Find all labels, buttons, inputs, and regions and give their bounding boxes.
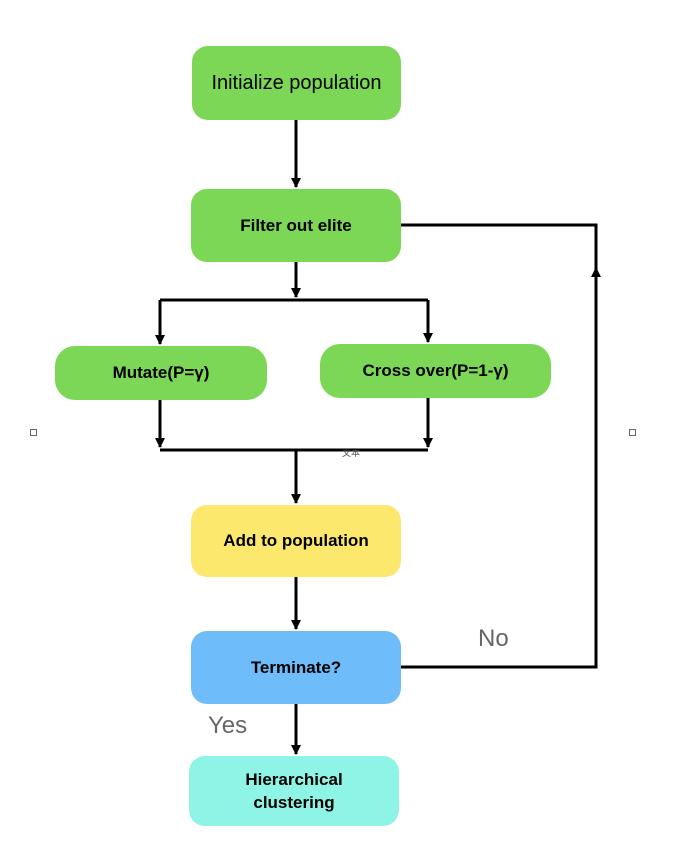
terminate-label: Terminate? [250,657,342,677]
mutate-label: Mutate(P=γ) [112,363,210,382]
cross-over-node[interactable]: Cross over(P=1-γ) [320,344,551,398]
no-loop-path [401,269,598,669]
left-resize-handle[interactable] [30,429,37,436]
no-label: No [478,625,509,652]
initialize-population-label: Initialize population [211,71,382,94]
loop-top-path [401,223,598,270]
add-to-population-node[interactable]: Add to population [191,505,401,577]
placeholder-text-label: 文本 [342,448,361,458]
add-to-population-label: Add to population [223,531,369,550]
hierarchical-clustering-label: Hierarchical clustering [245,770,343,812]
yes-label: Yes [208,712,248,739]
hierarchical-clustering-node[interactable]: Hierarchical clustering [189,756,399,826]
initialize-population-node[interactable]: Initialize population [192,46,401,120]
right-resize-handle[interactable] [629,429,636,436]
cross-over-label: Cross over(P=1-γ) [362,361,509,380]
mutate-node[interactable]: Mutate(P=γ) [55,346,267,400]
filter-out-elite-node[interactable]: Filter out elite [191,189,401,262]
filter-out-elite-label: Filter out elite [240,215,352,235]
terminate-decision-node[interactable]: Terminate? [191,631,401,704]
